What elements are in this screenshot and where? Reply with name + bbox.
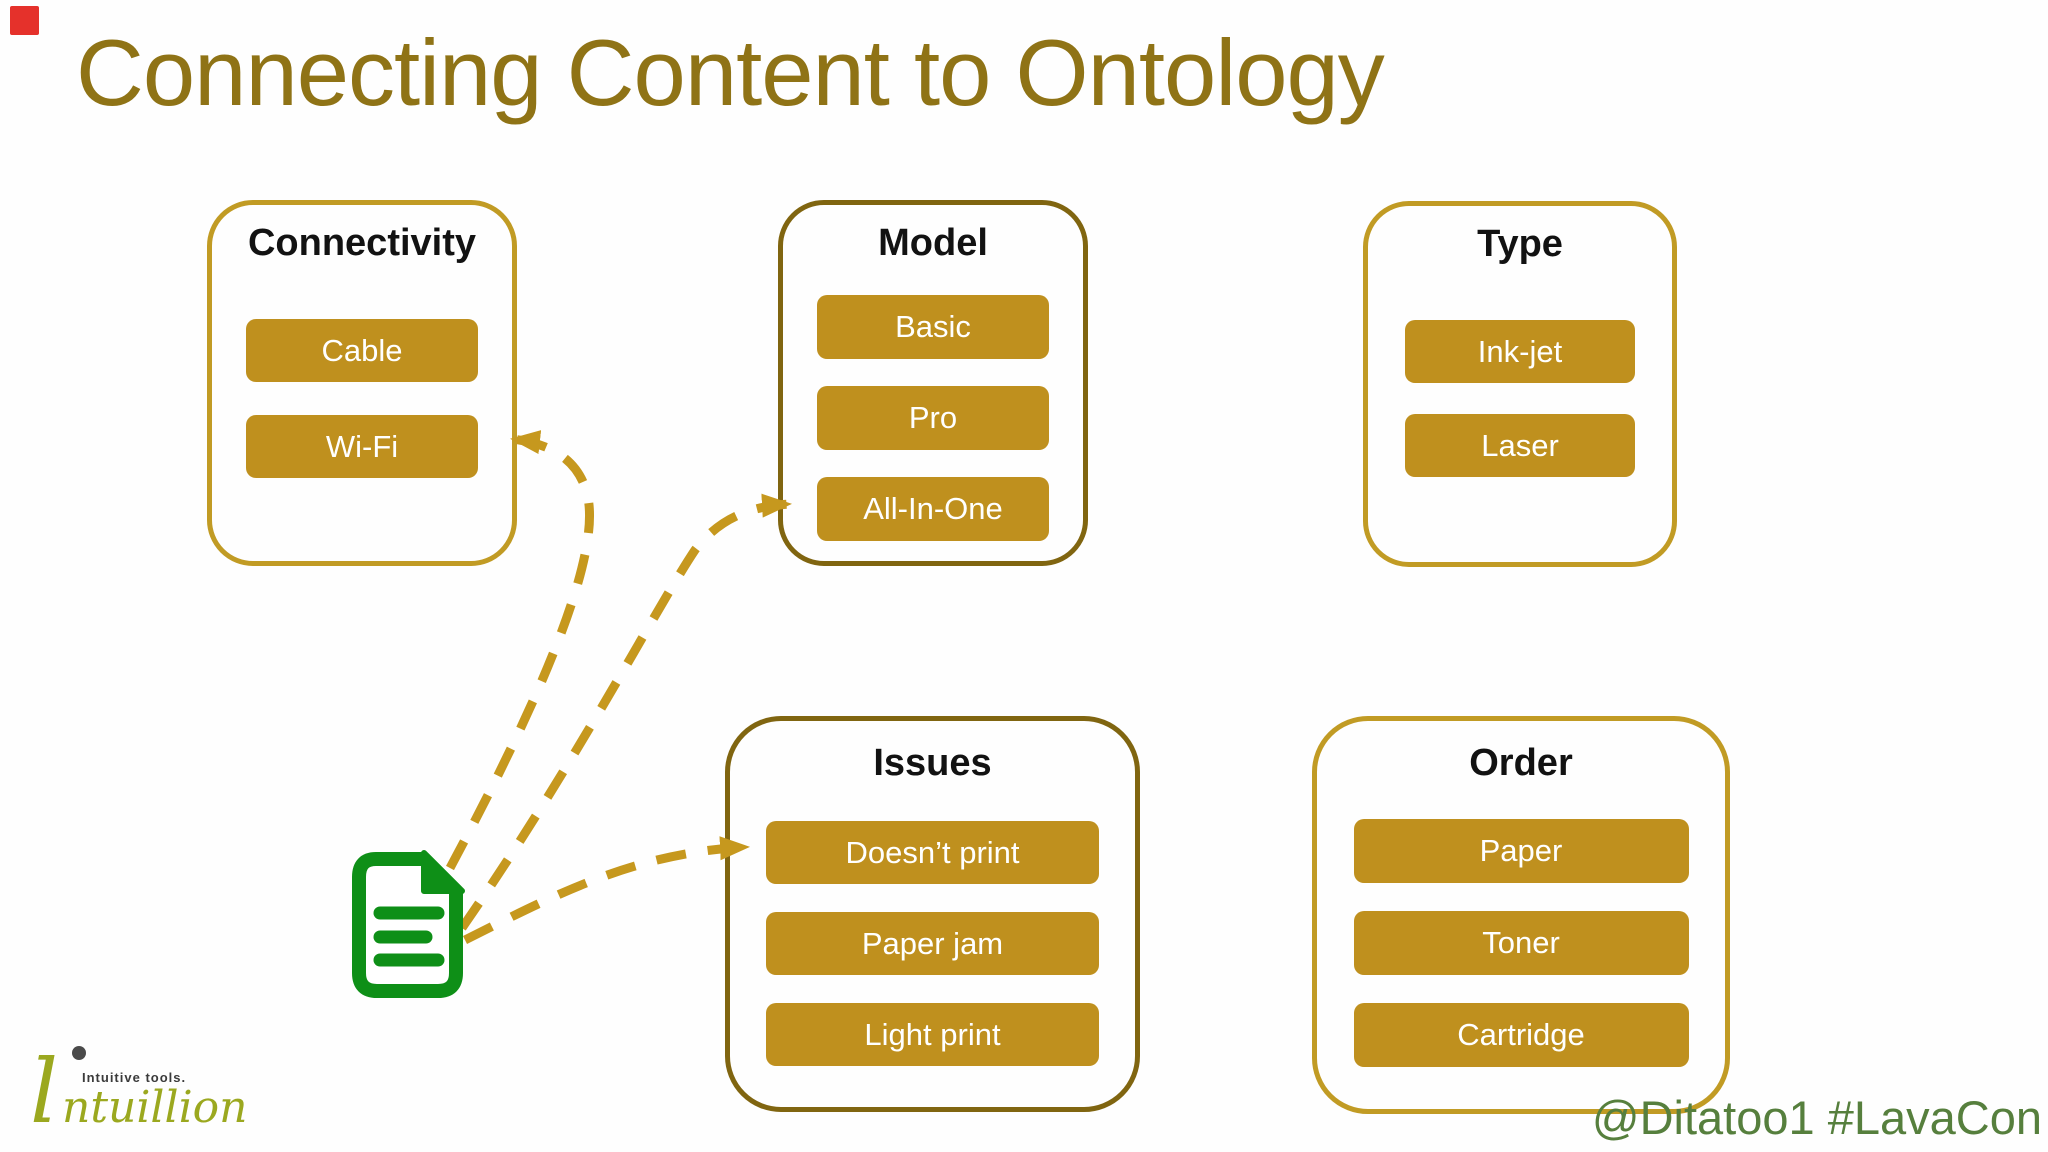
item-laser: Laser <box>1405 414 1635 477</box>
red-square-marker <box>10 6 39 35</box>
item-list-type: Ink-jet Laser <box>1405 320 1635 477</box>
document-icon <box>352 850 465 998</box>
item-pro: Pro <box>817 386 1049 450</box>
item-wifi: Wi-Fi <box>246 415 478 478</box>
item-list-connectivity: Cable Wi-Fi <box>246 319 478 478</box>
category-box-issues: Issues Doesn’t print Paper jam Light pri… <box>725 716 1140 1112</box>
box-title-model: Model <box>878 222 988 264</box>
item-toner: Toner <box>1353 911 1689 975</box>
item-ink-jet: Ink-jet <box>1405 320 1635 383</box>
item-list-order: Paper Toner Cartridge <box>1353 819 1689 1067</box>
logo-i-dot <box>72 1046 86 1060</box>
item-light-print: Light print <box>766 1003 1099 1066</box>
category-box-type: Type Ink-jet Laser <box>1363 201 1677 567</box>
item-paper: Paper <box>1353 819 1689 883</box>
logo-i-stem: l <box>30 1040 59 1143</box>
logo-wordmark: ntuillion <box>62 1082 248 1133</box>
category-box-model: Model Basic Pro All-In-One <box>778 200 1088 566</box>
logo-tagline: Intuitive tools. <box>82 1070 187 1085</box>
item-basic: Basic <box>817 295 1049 359</box>
item-all-in-one: All-In-One <box>817 477 1049 541</box>
item-list-model: Basic Pro All-In-One <box>817 295 1049 541</box>
item-paper-jam: Paper jam <box>766 912 1099 975</box>
box-title-order: Order <box>1469 742 1573 784</box>
item-doesnt-print: Doesn’t print <box>766 821 1099 884</box>
intuillion-logo: l Intuitive tools. ntuillion <box>28 1040 288 1140</box>
category-box-order: Order Paper Toner Cartridge <box>1312 716 1730 1114</box>
item-cable: Cable <box>246 319 478 382</box>
box-title-type: Type <box>1477 223 1563 265</box>
item-cartridge: Cartridge <box>1353 1003 1689 1067</box>
item-list-issues: Doesn’t print Paper jam Light print <box>766 821 1099 1066</box>
slide-title: Connecting Content to Ontology <box>76 20 1385 125</box>
box-title-issues: Issues <box>873 742 992 784</box>
box-title-connectivity: Connectivity <box>247 222 477 264</box>
arrow-document-to-doesnt-print <box>462 836 750 945</box>
social-handles: @Ditatoo1 #LavaCon <box>1591 1091 2042 1144</box>
category-box-connectivity: Connectivity Cable Wi-Fi <box>207 200 517 566</box>
